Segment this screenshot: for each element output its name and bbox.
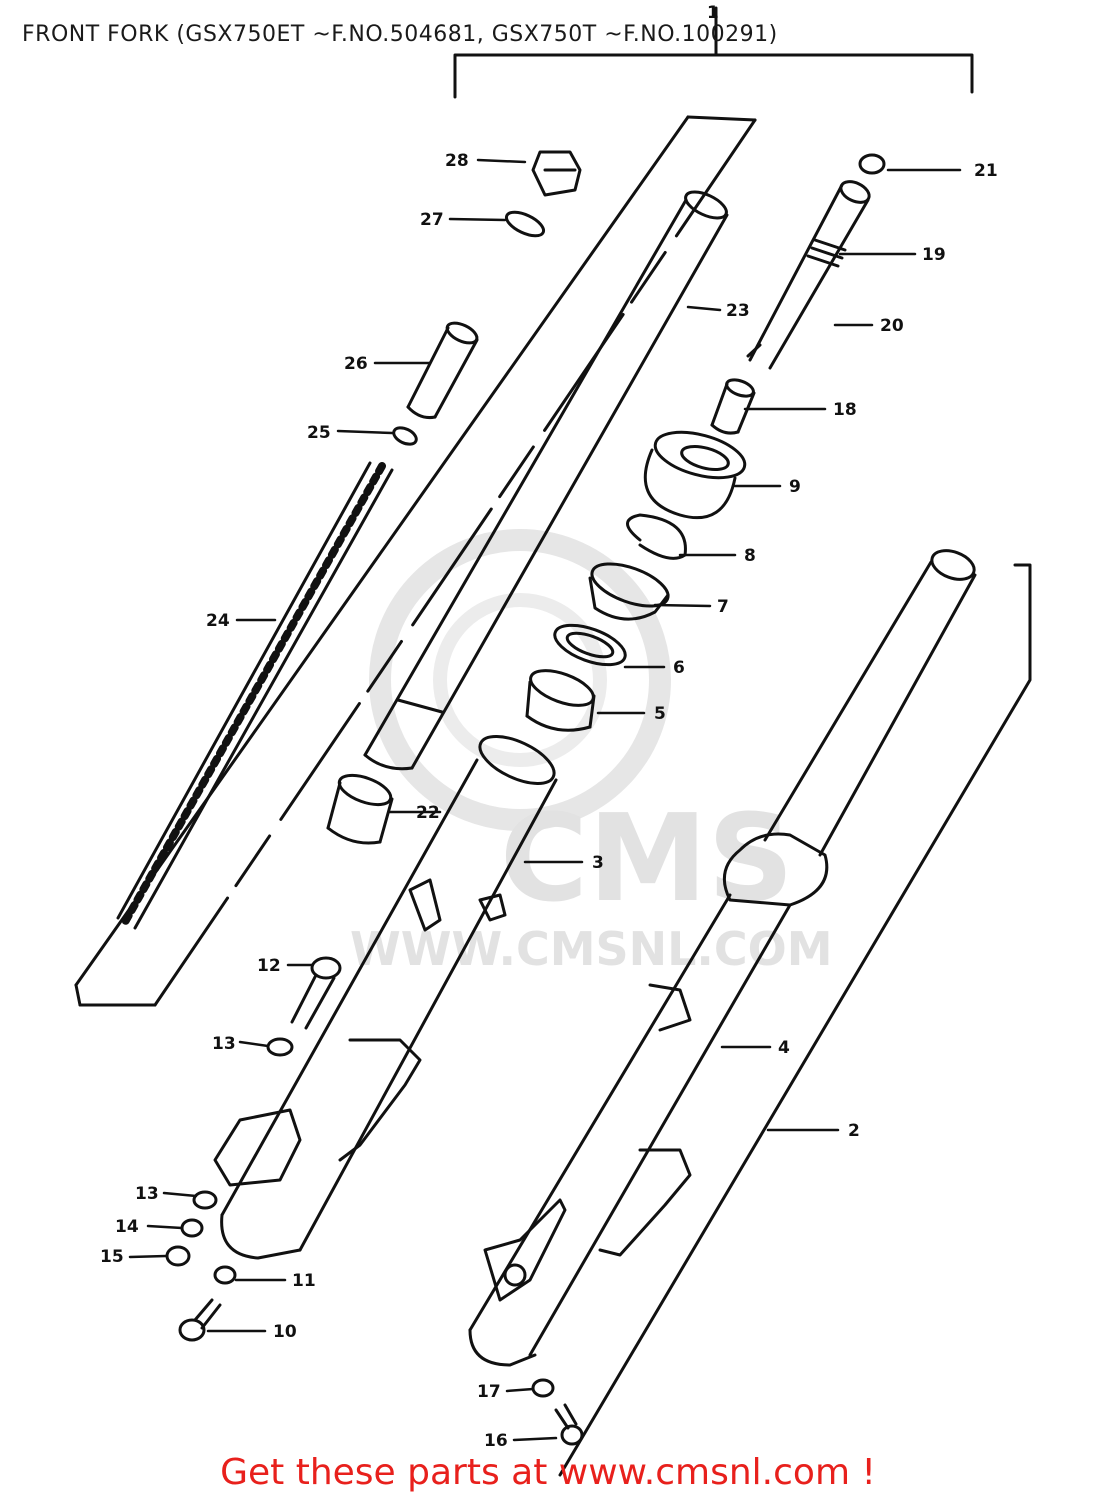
- part-number-label: 27: [420, 210, 444, 230]
- outer-group-frame: [558, 563, 1032, 1477]
- o-ring-part: [504, 210, 546, 238]
- part-number-label: 17: [477, 1382, 501, 1402]
- inner-group-frame: [74, 115, 757, 1007]
- bolt-part: [554, 1403, 584, 1446]
- spring-washer-part: [180, 1218, 204, 1238]
- part-number-label: 16: [484, 1431, 508, 1451]
- part-number-label: 1: [707, 3, 719, 23]
- cap-bolt-part: [531, 150, 582, 197]
- left-outer-tube-part: [213, 735, 558, 1260]
- oil-seal-part: [588, 562, 670, 621]
- part-number-label: 9: [789, 477, 801, 497]
- part-number-label: 25: [307, 423, 331, 443]
- damper-rod-part: [710, 153, 886, 435]
- bolt-part: [290, 956, 342, 1030]
- part-number-label: 11: [292, 1271, 316, 1291]
- part-number-labels: 1 2 3 4 5 6 7 8 9 10 11 12 13 13 14 15 1…: [100, 3, 998, 1451]
- part-number-label: 14: [115, 1217, 139, 1237]
- drain-bolt-part: [178, 1298, 222, 1342]
- washer-part: [531, 1378, 555, 1398]
- part-number-label: 15: [100, 1247, 124, 1267]
- gasket-part: [213, 1265, 237, 1285]
- guide-bushing-part: [525, 669, 596, 732]
- spacer-ring-part: [553, 623, 627, 667]
- part-number-label: 19: [922, 245, 946, 265]
- bushing-part: [326, 773, 394, 845]
- part-number-label: 20: [880, 316, 904, 336]
- washer-part: [266, 1037, 294, 1057]
- leader-lines: [128, 158, 962, 1442]
- part-number-label: 10: [273, 1322, 297, 1342]
- part-number-label: 8: [744, 546, 756, 566]
- assembly-bracket: [453, 6, 974, 99]
- part-number-label: 6: [673, 658, 685, 678]
- part-number-label: 13: [212, 1034, 236, 1054]
- spacer-part: [406, 321, 479, 419]
- washer-part: [192, 1190, 218, 1210]
- spring-part: [116, 461, 394, 930]
- part-number-label: 23: [726, 301, 750, 321]
- part-number-label: 7: [717, 597, 729, 617]
- part-number-label: 24: [206, 611, 230, 631]
- part-number-label: 21: [974, 161, 998, 181]
- watermark-url: WWW.CMSNL.COM: [350, 922, 833, 976]
- part-number-label: 28: [445, 151, 469, 171]
- part-number-label: 18: [833, 400, 857, 420]
- dust-seal-part: [643, 430, 747, 520]
- part-number-label: 4: [778, 1038, 790, 1058]
- circlip-part: [626, 513, 687, 560]
- watermark-brand: CMS: [500, 790, 794, 929]
- part-number-label: 22: [416, 803, 440, 823]
- part-number-label: 26: [344, 354, 368, 374]
- part-number-label: 2: [848, 1121, 860, 1141]
- footer-parts-link[interactable]: Get these parts at www.cmsnl.com !: [220, 1452, 876, 1493]
- washer-part: [392, 426, 418, 446]
- part-number-label: 12: [257, 956, 281, 976]
- nut-part: [165, 1245, 191, 1267]
- right-fork-assembly-part: [468, 549, 977, 1367]
- page-title: FRONT FORK (GSX750ET ~F.NO.504681, GSX75…: [22, 22, 778, 47]
- part-number-label: 13: [135, 1184, 159, 1204]
- inner-tube-part: [363, 190, 729, 771]
- part-number-label: 3: [592, 853, 604, 873]
- watermark: CMS WWW.CMSNL.COM: [350, 529, 833, 976]
- part-number-label: 5: [654, 704, 666, 724]
